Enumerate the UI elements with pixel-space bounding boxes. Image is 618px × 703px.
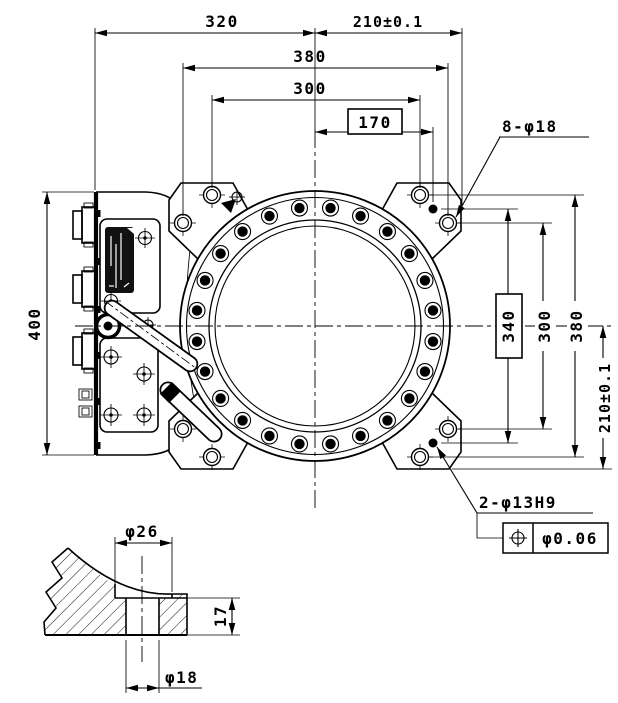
flange-bolt-hole-center bbox=[215, 393, 226, 404]
pin-holes-label: 2-φ13H9 bbox=[479, 493, 557, 512]
flange-bolt-hole-center bbox=[382, 226, 393, 237]
ear-mounting-hole bbox=[435, 210, 461, 236]
flange-bolt-hole-center bbox=[215, 248, 226, 259]
flange-bolt-hole-center bbox=[264, 210, 275, 222]
flange-bolt-hole-center bbox=[237, 415, 248, 426]
counterbore-dia-label: φ26 bbox=[125, 522, 158, 541]
flange-bolt-hole-center bbox=[191, 305, 203, 316]
fcf-connector bbox=[476, 513, 503, 539]
dim-340-label: 340 bbox=[499, 309, 518, 342]
basic-dim-box-340 bbox=[495, 293, 523, 359]
nameplate-corner-notch bbox=[127, 228, 134, 234]
flange-bolt-hole-center bbox=[419, 366, 431, 377]
handle-body bbox=[161, 383, 221, 441]
dowel-pins bbox=[221, 189, 438, 448]
flange-bolt-hole-center bbox=[325, 202, 336, 214]
dim-210-top-label: 210±0.1 bbox=[353, 13, 423, 31]
connector-2 bbox=[72, 266, 97, 312]
dim-210-right-label: 210±0.1 bbox=[596, 363, 614, 433]
flange-bolt-hole-center bbox=[355, 210, 366, 222]
lower-plate bbox=[99, 337, 159, 433]
dim-backing-380 bbox=[567, 301, 588, 351]
nameplate-label bbox=[105, 227, 134, 293]
flange-bolt-hole-center bbox=[427, 305, 439, 316]
flange-bolt-holes bbox=[188, 199, 442, 453]
flange-bolt-hole-center bbox=[382, 415, 393, 426]
dim-380-right-label: 380 bbox=[567, 309, 586, 342]
nameplate-text-streaks bbox=[109, 233, 130, 288]
hole-dia-label: φ18 bbox=[165, 668, 198, 687]
position-tolerance-icon bbox=[509, 529, 527, 547]
break-line bbox=[43, 547, 69, 636]
flange-bolt-hole-center bbox=[419, 275, 431, 286]
dim-300-top-label: 300 bbox=[293, 79, 326, 98]
dimensions: φ0.06 320 210±0.1 380 300 170 400 340 30… bbox=[25, 12, 616, 693]
ear-mounting-hole bbox=[407, 182, 433, 208]
pin-hole-bottom-right bbox=[428, 438, 438, 448]
brake-lever-centerline bbox=[104, 300, 198, 370]
extension-lines bbox=[42, 28, 612, 693]
flange-bolt-hole-center bbox=[199, 366, 211, 377]
dim-170-label: 170 bbox=[358, 113, 391, 132]
flange-bolt-hole-center bbox=[404, 248, 415, 259]
lower-plate-bolts bbox=[100, 346, 155, 426]
panel-edge-nubs bbox=[96, 210, 101, 449]
flange-bolt-hole-center bbox=[237, 226, 248, 237]
ear-mounting-hole bbox=[199, 444, 225, 470]
ear-mounting-hole bbox=[170, 210, 196, 236]
section-view bbox=[43, 547, 240, 662]
pin-label-leader bbox=[436, 446, 478, 514]
dim-300-right-label: 300 bbox=[535, 309, 554, 342]
ear-mounting-hole bbox=[435, 416, 461, 442]
dim-backing-300 bbox=[535, 301, 556, 351]
ear-mounting-hole bbox=[407, 444, 433, 470]
flange-bolt-hole-center bbox=[199, 275, 211, 286]
connector-3 bbox=[72, 328, 97, 374]
connector-1 bbox=[72, 202, 97, 248]
centerlines bbox=[75, 130, 612, 508]
feature-control-frame: φ0.06 bbox=[502, 522, 609, 554]
dim-backing-210 bbox=[595, 358, 616, 438]
leader-lines bbox=[436, 136, 593, 539]
depth-17-label: 17 bbox=[211, 605, 230, 627]
levers bbox=[103, 299, 223, 443]
flange-bolt-hole-center bbox=[294, 202, 305, 214]
pin-hole-top-right bbox=[428, 204, 438, 214]
flange-bolt-hole-center bbox=[404, 393, 415, 404]
flange-bolt-hole-center bbox=[355, 430, 366, 442]
ear-mounting-hole bbox=[170, 416, 196, 442]
handle-end-cap bbox=[159, 381, 182, 404]
dim-380-top-label: 380 bbox=[293, 47, 326, 66]
flange-bolt-hole-center bbox=[325, 438, 336, 450]
bolt-holes-label: 8-φ18 bbox=[502, 117, 558, 136]
flange-bolt-hole-center bbox=[294, 438, 305, 450]
bolt-label-leader bbox=[455, 136, 501, 218]
panel-top-outline bbox=[96, 191, 179, 230]
panel-clips bbox=[78, 388, 93, 418]
panel-bottom-outline bbox=[96, 430, 179, 456]
flange-bolt-hole-center bbox=[264, 430, 275, 442]
hatch-right bbox=[159, 594, 187, 635]
position-tolerance-value: φ0.06 bbox=[542, 529, 598, 548]
flange-bolt-hole-center bbox=[427, 336, 439, 347]
dowel-mark-top-left bbox=[221, 189, 245, 213]
dim-320-label: 320 bbox=[205, 12, 238, 31]
hatch-left bbox=[44, 548, 126, 635]
flange-bolt-hole-center bbox=[191, 336, 203, 347]
basic-dim-box-170 bbox=[347, 108, 403, 135]
dim-400-label: 400 bbox=[25, 307, 44, 340]
main-view bbox=[72, 130, 612, 508]
